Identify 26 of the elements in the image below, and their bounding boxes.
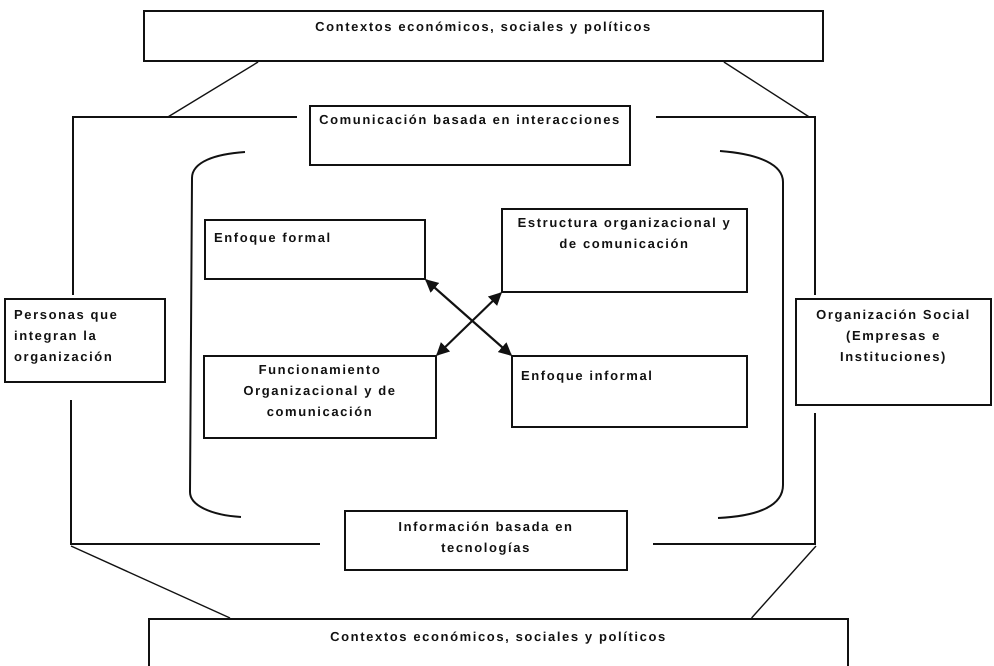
double-arrow: [436, 292, 502, 356]
box-label: Contextos económicos, sociales y políticos: [314, 18, 653, 36]
connector-line: [70, 545, 230, 619]
concept-box: [309, 105, 631, 166]
box-label: Información basada en tecnologías: [397, 518, 575, 557]
box-label: Personas que integran la organización: [14, 306, 120, 366]
box-label: Estructura organizacional y de comunicación: [516, 214, 732, 253]
box-label: Enfoque formal: [214, 229, 333, 247]
connector-line: [167, 61, 258, 118]
connector-line: [751, 546, 817, 618]
concept-box: [204, 219, 426, 280]
box-label: Enfoque informal: [521, 367, 654, 385]
box-label: Comunicación basada en interacciones: [319, 111, 621, 129]
concept-box: [344, 510, 628, 571]
concept-box: [203, 355, 437, 439]
concept-box: [4, 298, 166, 383]
concept-box: [795, 298, 992, 406]
box-label: Funcionamiento Organizacional y de comunicación: [242, 361, 398, 421]
double-arrow: [425, 279, 512, 356]
concept-box: [143, 10, 824, 62]
box-label: Organización Social (Empresas e Instituciones): [815, 306, 972, 366]
concept-box: [511, 355, 748, 428]
concept-box: [501, 208, 748, 293]
concept-box: [148, 618, 849, 666]
box-label: Contextos económicos, sociales y políticos: [329, 628, 668, 646]
connector-line: [724, 61, 810, 118]
